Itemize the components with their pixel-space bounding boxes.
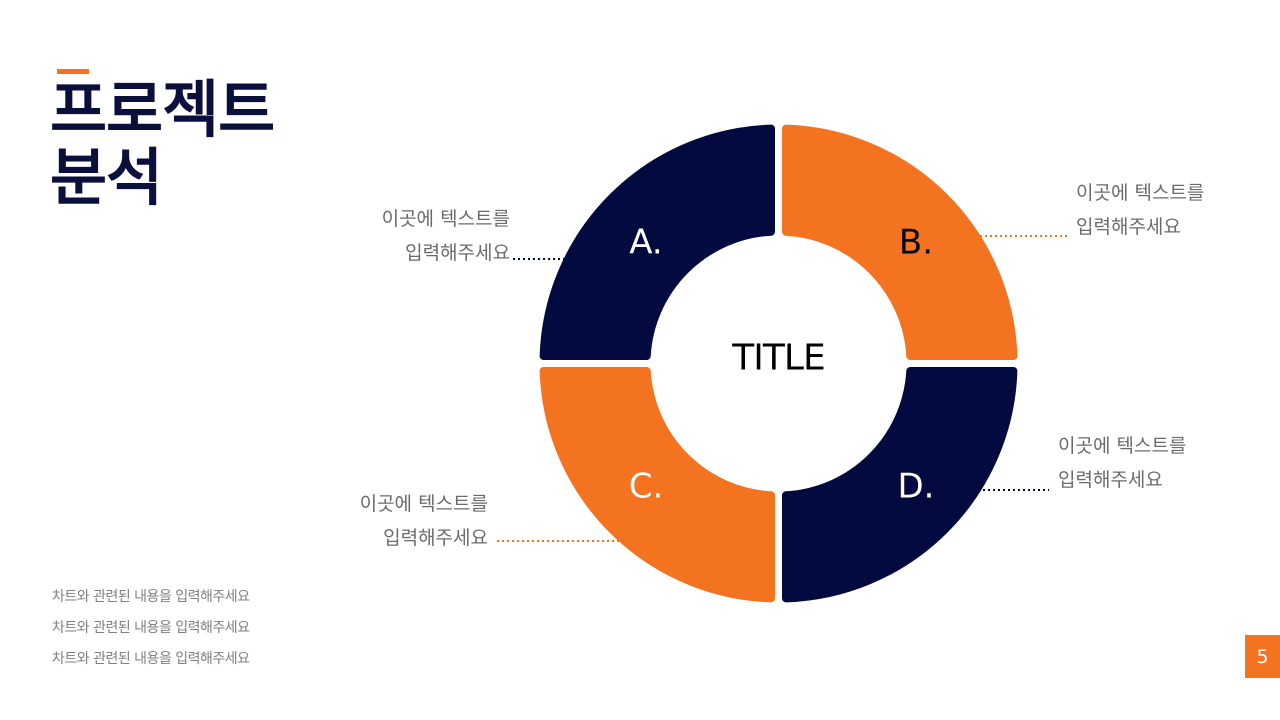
callout-a-line-1: 이곳에 텍스트를: [381, 208, 510, 230]
callout-d: 이곳에 텍스트를 입력해주세요: [1058, 429, 1186, 497]
page-title: 프로젝트 분석: [50, 73, 275, 214]
center-title: TITLE: [731, 338, 824, 379]
callout-a-line-2: 입력해주세요: [405, 242, 510, 264]
callout-d-line-1: 이곳에 텍스트를: [1058, 435, 1187, 457]
title-accent-bar: [57, 69, 89, 74]
segment-d[interactable]: [782, 367, 1018, 603]
callout-b-line-2: 입력해주세요: [1076, 216, 1181, 238]
chart-note-1: 차트와 관련된 내용을 입력해주세요: [52, 589, 250, 605]
callout-a: 이곳에 텍스트를 입력해주세요: [376, 202, 510, 270]
page-title-line-1: 프로젝트: [50, 73, 275, 146]
callout-b-line-1: 이곳에 텍스트를: [1076, 182, 1205, 204]
callout-c-line-2: 입력해주세요: [383, 527, 488, 549]
segment-a[interactable]: [539, 124, 775, 360]
chart-note-2: 차트와 관련된 내용을 입력해주세요: [52, 620, 250, 636]
chart-note-3: 차트와 관련된 내용을 입력해주세요: [52, 651, 250, 667]
segment-label-c: C.: [629, 467, 664, 507]
callout-c-line-1: 이곳에 텍스트를: [359, 493, 488, 515]
segment-label-d: D.: [898, 467, 935, 507]
page-title-line-2: 분석: [50, 141, 163, 214]
segment-c[interactable]: [539, 367, 775, 603]
connector-lines: [497, 235, 1067, 542]
callout-d-line-2: 입력해주세요: [1058, 469, 1163, 491]
callout-c: 이곳에 텍스트를 입력해주세요: [354, 487, 488, 555]
chart-notes: 차트와 관련된 내용을 입력해주세요 차트와 관련된 내용을 입력해주세요 차트…: [52, 582, 250, 675]
segment-label-a: A.: [629, 223, 662, 263]
segment-label-b: B.: [899, 223, 933, 263]
segment-b[interactable]: [782, 124, 1018, 360]
page-number-badge: 5: [1245, 635, 1280, 678]
callout-b: 이곳에 텍스트를 입력해주세요: [1076, 176, 1204, 244]
